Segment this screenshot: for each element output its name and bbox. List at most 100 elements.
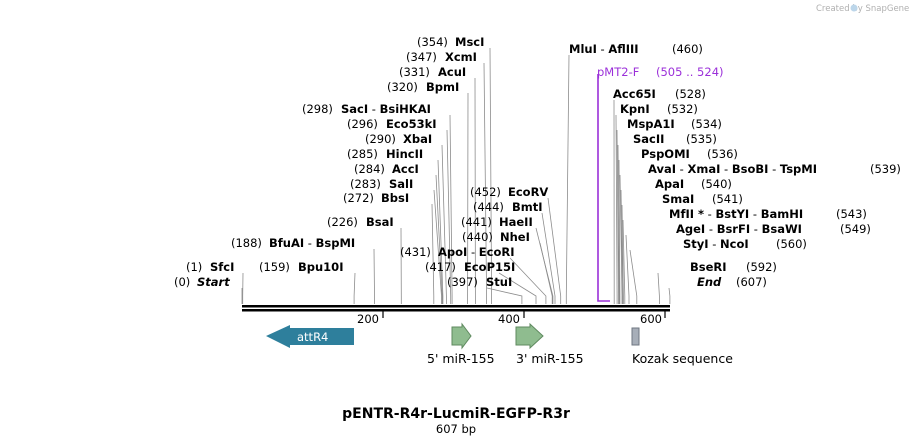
feature-5-mir155[interactable]: 5' miR-155 (427, 322, 495, 366)
site-connector-line (373, 248, 375, 304)
site-position: (460) (672, 42, 703, 56)
feature-3-mir155[interactable]: 3' miR-155 (515, 322, 584, 366)
enzyme-site-acci[interactable]: (284)AccI (354, 162, 419, 176)
primer-name: pMT2-F (597, 65, 639, 79)
site-connector-line (618, 159, 621, 304)
enzyme-site-start[interactable]: (0) Start (174, 275, 230, 289)
site-enzyme-names: Start (197, 275, 230, 289)
site-enzyme-names: SacII (633, 132, 664, 146)
enzyme-site-bsai[interactable]: (226)BsaI (327, 215, 394, 229)
feature-attr4-label: attR4 (297, 330, 328, 344)
feature-attr4[interactable]: attR4 (266, 325, 354, 348)
site-connector-line (489, 47, 493, 304)
enzyme-site-avai[interactable]: AvaI - XmaI - BsoBI - TspMI(539) (648, 162, 901, 176)
site-connector-line (486, 287, 523, 304)
ruler-tick-label: 400 (498, 312, 520, 326)
site-enzyme-names: SacI - BsiHKAI (341, 102, 431, 116)
enzyme-site-sfci[interactable]: (1) SfcI (186, 260, 234, 274)
enzyme-site-bfuai[interactable]: (188)BfuAI - BspMI (231, 236, 355, 250)
site-connector-line (483, 62, 488, 304)
site-connector-line (446, 129, 452, 304)
site-position: (298) (302, 102, 333, 116)
enzyme-site-xbai[interactable]: (290)XbaI (365, 132, 432, 146)
site-position: (1) (186, 260, 202, 274)
enzyme-site-styi[interactable]: StyI - NcoI(560) (683, 237, 807, 251)
site-position: (159) (259, 260, 290, 274)
enzyme-site-bbsi[interactable]: (272)BbsI (343, 191, 409, 205)
site-enzyme-names: ApaI (655, 177, 684, 191)
primer-pmt2-f[interactable]: pMT2-F (505 .. 524) (597, 65, 724, 302)
enzyme-site-sacii[interactable]: SacII (535) (633, 132, 717, 146)
site-connector-line (657, 272, 660, 304)
enzyme-site-agei[interactable]: AgeI - BsrFI - BsaWI(549) (676, 222, 871, 236)
primer-range: (505 .. 524) (656, 65, 724, 79)
enzyme-site-eco53ki[interactable]: (296)Eco53kI (347, 117, 437, 131)
enzyme-site-apoi[interactable]: (431)ApoI - EcoRI (400, 245, 515, 259)
site-enzyme-names: MscI (455, 35, 484, 49)
feature-kozak[interactable]: Kozak sequence (631, 327, 733, 366)
enzyme-site-mfii[interactable]: MfII * - BstYI - BamHI(543) (669, 207, 867, 221)
enzyme-site-haeii[interactable]: (441)HaeII (461, 215, 533, 229)
enzyme-site-mlui[interactable]: MluI - AflIII(460) (569, 42, 703, 56)
enzyme-site-stui[interactable]: (397)StuI (447, 275, 512, 289)
site-enzyme-names: SalI (389, 177, 413, 191)
site-position: (535) (686, 132, 717, 146)
site-connector-line (625, 234, 630, 304)
enzyme-site-hincii[interactable]: (285)HincII (347, 147, 423, 161)
enzyme-site-bmti[interactable]: (444)BmtI (473, 200, 543, 214)
site-position: (441) (461, 215, 492, 229)
site-connector-line (435, 174, 443, 304)
site-position: (347) (406, 50, 437, 64)
site-position: (354) (417, 35, 448, 49)
enzyme-site-sali[interactable]: (283)SalI (350, 177, 413, 191)
site-enzyme-names: EcoRV (508, 185, 548, 199)
site-enzyme-names: PspOMI (641, 147, 690, 161)
site-position: (188) (231, 236, 262, 250)
plasmid-size: 607 bp (436, 422, 476, 436)
ruler: 200 400 600 (357, 311, 666, 326)
site-position: (444) (473, 200, 504, 214)
site-position: (440) (462, 230, 493, 244)
enzyme-site-bseri[interactable]: BseRI(592) (690, 260, 777, 274)
site-position: (397) (447, 275, 478, 289)
site-connector-line (565, 54, 570, 304)
enzyme-site-bpmi[interactable]: (320)BpmI (387, 80, 459, 94)
site-position: (296) (347, 117, 378, 131)
feature-5-mir155-label: 5' miR-155 (427, 351, 495, 366)
enzyme-site-acui[interactable]: (331)AcuI (399, 65, 466, 79)
enzyme-site-end[interactable]: End(607) (697, 275, 767, 289)
enzyme-site-pspomi[interactable]: PspOMI(536) (641, 147, 738, 161)
enzyme-site-acc65i[interactable]: Acc65I(528) (613, 87, 706, 101)
site-position: (560) (776, 237, 807, 251)
enzyme-site-saci[interactable]: (298) SacI - BsiHKAI (302, 102, 431, 116)
site-connector-line (547, 197, 562, 304)
enzyme-site-smai[interactable]: SmaI(541) (662, 192, 743, 206)
site-position: (528) (675, 87, 706, 101)
site-connector-line (621, 204, 624, 304)
site-connector-line (535, 227, 554, 304)
site-enzyme-names: AcuI (438, 65, 466, 79)
site-enzyme-names: AvaI - XmaI - BsoBI - TspMI (648, 162, 817, 176)
enzyme-site-apai[interactable]: ApaI(540) (655, 177, 732, 191)
enzyme-site-nhei[interactable]: (440) NheI (462, 230, 530, 244)
site-connector-line (668, 287, 671, 304)
site-connector-line (441, 144, 447, 304)
site-enzyme-names: HincII (386, 147, 423, 161)
site-connector-line (622, 219, 626, 304)
site-connector-line (615, 114, 618, 304)
site-enzyme-names: MspA1I (627, 117, 675, 131)
enzyme-site-msci[interactable]: (354) MscI (417, 35, 484, 49)
site-enzyme-names: SmaI (662, 192, 694, 206)
enzyme-site-ecop15i[interactable]: (417)EcoP15I (425, 260, 515, 274)
enzyme-site-kpni[interactable]: KpnI(532) (620, 102, 698, 116)
enzyme-site-ecorv[interactable]: (452)EcoRV (470, 185, 548, 199)
enzyme-site-xcmi[interactable]: (347) XcmI (406, 50, 477, 64)
site-enzyme-names: SfcI (210, 260, 234, 274)
site-connectors (241, 47, 671, 304)
site-position: (0) (174, 275, 190, 289)
enzyme-site-mspa1i[interactable]: MspA1I(534) (627, 117, 722, 131)
site-position: (532) (667, 102, 698, 116)
enzyme-site-bpu10i[interactable]: (159)Bpu10I (259, 260, 343, 274)
site-enzyme-names: NheI (500, 230, 530, 244)
site-enzyme-names: XcmI (445, 50, 477, 64)
